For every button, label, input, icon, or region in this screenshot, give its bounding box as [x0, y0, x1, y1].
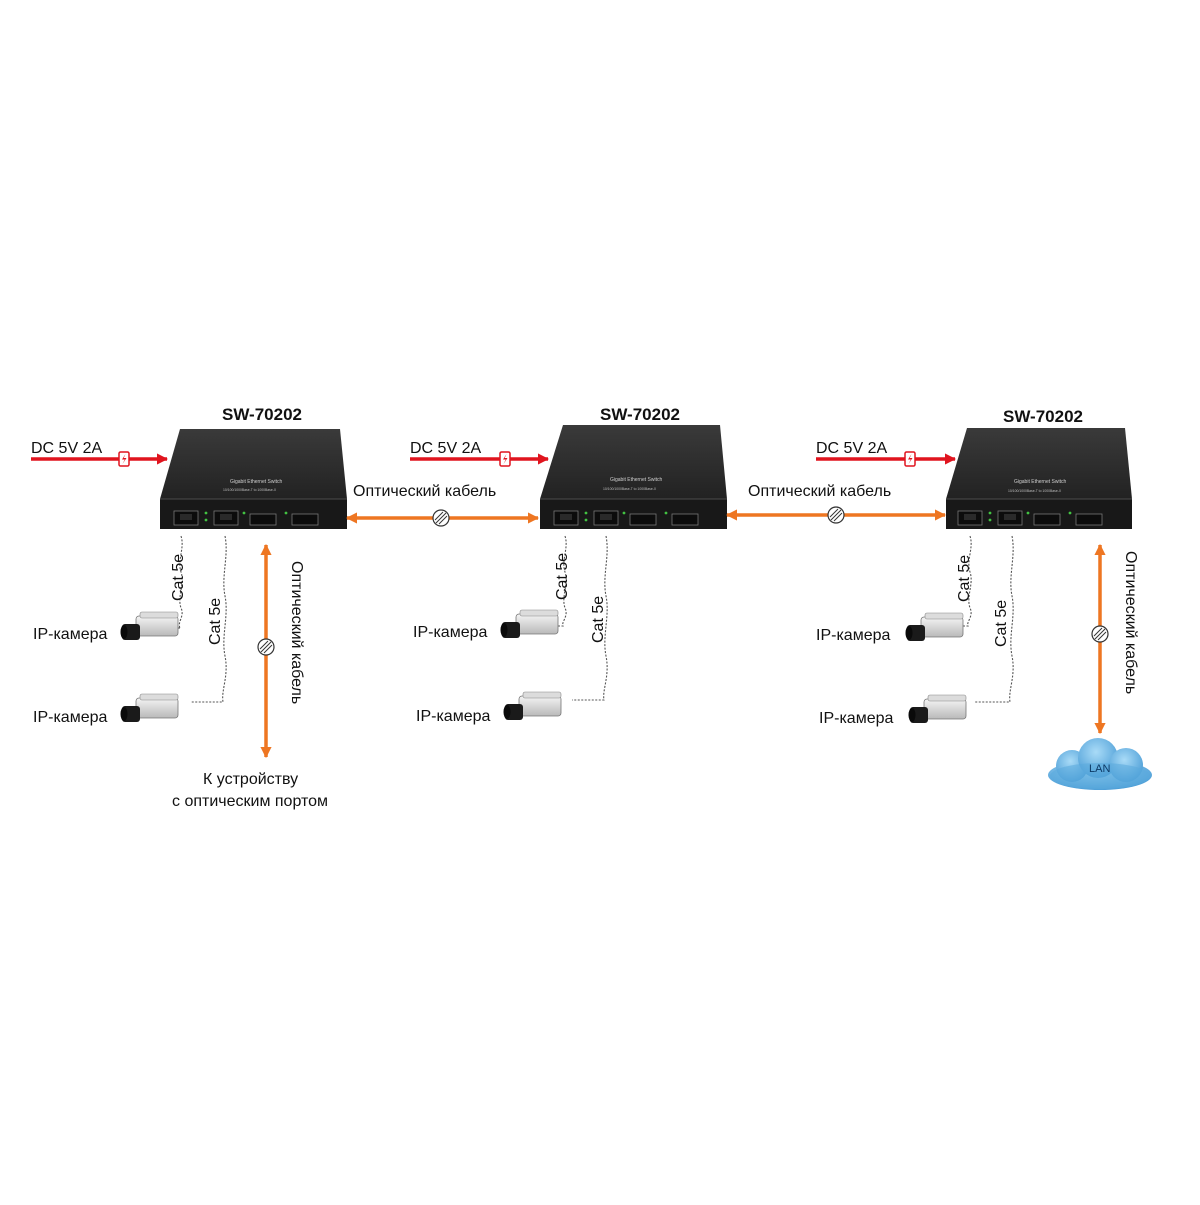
ip-camera-icon — [120, 611, 179, 640]
rj45-port-2 — [593, 510, 619, 526]
fiber-cross-section-icon — [1091, 625, 1109, 643]
power-label: DC 5V 2A — [410, 440, 481, 457]
cable-label-1: Cat 5e — [170, 554, 187, 601]
cloud-label: LAN — [1089, 763, 1110, 775]
lightning-icon — [118, 451, 130, 467]
cable-label-2: Cat 5e — [993, 600, 1010, 647]
lightning-icon — [904, 451, 916, 467]
ip-camera-icon — [500, 609, 559, 638]
power-arrow — [31, 451, 169, 467]
ip-camera-icon — [503, 691, 562, 720]
switch-panel-title: Gigabit Ethernet Switch — [230, 479, 282, 485]
power-arrow — [816, 451, 957, 467]
switch-panel-title: Gigabit Ethernet Switch — [1014, 479, 1066, 485]
sfp-port-2 — [671, 513, 699, 526]
camera-label-1: IP-камера — [413, 624, 487, 641]
rj45-port-2 — [213, 510, 239, 526]
unit-1: SW-70202 DC 5V 2A Gigabit Ethernet Switc… — [31, 405, 347, 810]
rj45-port-1 — [553, 510, 579, 526]
ethernet-switch: Gigabit Ethernet Switch 10/100/1000Base-… — [160, 429, 347, 529]
fiber-arrow-down — [1091, 543, 1109, 735]
fiber-arrow-down — [257, 543, 275, 759]
switch-panel-title: Gigabit Ethernet Switch — [610, 477, 662, 483]
fiber-cable-label-vertical: Оптический кабель — [288, 561, 305, 704]
camera-label-2: IP-камера — [819, 710, 893, 727]
fiber-cross-section-icon — [432, 509, 450, 527]
sfp-port-1 — [249, 513, 277, 526]
lan-cloud-icon: LAN — [1048, 738, 1152, 790]
fiber-cross-section-icon — [257, 638, 275, 656]
sfp-port-1 — [629, 513, 657, 526]
switch-model-label: SW-70202 — [600, 405, 680, 424]
rj45-port-1 — [173, 510, 199, 526]
rj45-port-2 — [997, 510, 1023, 526]
fiber-link-2: Оптический кабель — [725, 483, 947, 524]
unit-3: SW-70202 DC 5V 2A Gigabit Ethernet Switc… — [816, 407, 1152, 790]
twisted-pair-icon — [974, 535, 1014, 703]
lightning-icon — [499, 451, 511, 467]
target-device-line-2: с оптическим портом — [172, 793, 328, 810]
switch-panel-subtitle: 10/100/1000Base-T to 1000Base-X — [223, 488, 277, 492]
cable-label-1: Cat 5e — [956, 555, 973, 602]
rj45-port-1 — [957, 510, 983, 526]
switch-model-label: SW-70202 — [1003, 407, 1083, 426]
camera-label-1: IP-камера — [816, 627, 890, 644]
camera-label-1: IP-камера — [33, 626, 107, 643]
fiber-link-label-1: Оптический кабель — [353, 483, 496, 500]
camera-label-2: IP-камера — [416, 708, 490, 725]
sfp-port-2 — [1075, 513, 1103, 526]
target-device-line-1: К устройству — [203, 771, 298, 788]
twisted-pair-icon — [962, 535, 972, 627]
cable-label-2: Cat 5e — [207, 598, 224, 645]
ethernet-switch: Gigabit Ethernet Switch 10/100/1000Base-… — [946, 428, 1132, 529]
power-label: DC 5V 2A — [816, 440, 887, 457]
sfp-port-2 — [291, 513, 319, 526]
twisted-pair-icon — [572, 535, 608, 701]
fiber-link-label-2: Оптический кабель — [748, 483, 891, 500]
ip-camera-icon — [908, 694, 967, 723]
power-label: DC 5V 2A — [31, 440, 102, 457]
fiber-cross-section-icon — [827, 506, 845, 524]
power-arrow — [410, 451, 550, 467]
cable-label-2: Cat 5e — [590, 596, 607, 643]
cable-label-1: Cat 5e — [554, 553, 571, 600]
twisted-pair-icon — [557, 535, 567, 627]
fiber-link-1: Оптический кабель — [345, 483, 540, 527]
switch-model-label: SW-70202 — [222, 405, 302, 424]
camera-label-2: IP-камера — [33, 709, 107, 726]
switch-panel-subtitle: 10/100/1000Base-T to 1000Base-X — [1008, 489, 1062, 493]
switch-panel-subtitle: 10/100/1000Base-T to 1000Base-X — [603, 487, 657, 491]
unit-2: SW-70202 DC 5V 2A Gigabit Ethernet Switc… — [410, 405, 727, 725]
twisted-pair-icon — [191, 535, 227, 703]
ip-camera-icon — [905, 612, 964, 641]
sfp-port-1 — [1033, 513, 1061, 526]
ip-camera-icon — [120, 693, 179, 722]
ethernet-switch: Gigabit Ethernet Switch 10/100/1000Base-… — [540, 425, 727, 529]
fiber-cable-label-vertical: Оптический кабель — [1122, 551, 1139, 694]
